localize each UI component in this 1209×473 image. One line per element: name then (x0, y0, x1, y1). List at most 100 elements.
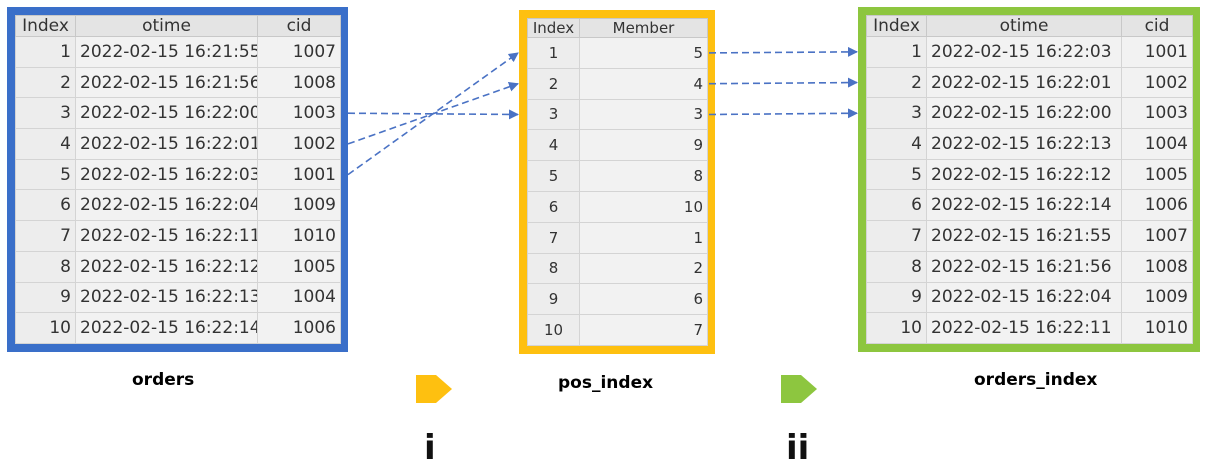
orders-cell-cid: 1006 (257, 312, 341, 344)
orders-index-cell-cid: 1002 (1121, 66, 1193, 99)
pos-index-cell-member: 6 (579, 283, 708, 316)
orders-index-cell-index: 5 (866, 158, 927, 191)
orders-cell-index: 7 (15, 220, 76, 252)
pos-index-cell-index: 2 (527, 67, 580, 100)
orders-index-cell-cid: 1008 (1121, 250, 1193, 283)
orders-index-cell-index: 2 (866, 66, 927, 99)
orders-index-header-otime: otime (926, 15, 1122, 37)
orders-index-cell-cid: 1006 (1121, 189, 1193, 222)
orders-to-pos-arrow (347, 52, 519, 176)
orders-index-cell-cid: 1003 (1121, 97, 1193, 130)
orders-cell-otime: 2022-02-15 16:22:01 (75, 128, 258, 160)
pos-index-caption: pos_index (558, 373, 654, 393)
pos-index-cell-index: 6 (527, 190, 580, 223)
orders-header-index: Index (15, 15, 76, 37)
orders-cell-otime: 2022-02-15 16:22:00 (75, 97, 258, 130)
pos-index-cell-index: 1 (527, 37, 580, 69)
pos-index-cell-member: 10 (579, 190, 708, 223)
orders-cell-cid: 1007 (257, 36, 341, 68)
orders-caption: orders (132, 370, 195, 390)
step-one-label: i (424, 428, 436, 468)
pos-to-orders-index-arrow (708, 46, 858, 57)
orders-index-cell-index: 10 (866, 312, 927, 344)
pos-index-cell-member: 5 (579, 37, 708, 69)
orders-index-cell-index: 9 (866, 281, 927, 314)
pos-index-header-member: Member (579, 18, 708, 38)
orders-header-otime: otime (75, 15, 258, 37)
orders-index-cell-otime: 2022-02-15 16:22:00 (926, 97, 1122, 130)
orders-cell-index: 8 (15, 250, 76, 283)
orders-cell-index: 4 (15, 128, 76, 160)
orders-index-header-row: Index otime cid (866, 15, 1193, 37)
pos-index-header-row: Index Member (527, 18, 708, 38)
orders-index-cell-cid: 1007 (1121, 220, 1193, 252)
pos-index-cell-member: 9 (579, 129, 708, 162)
pos-index-cell-index: 8 (527, 252, 580, 285)
orders-index-cell-otime: 2022-02-15 16:22:04 (926, 281, 1122, 314)
orders-index-cell-otime: 2022-02-15 16:22:11 (926, 312, 1122, 344)
orders-cell-otime: 2022-02-15 16:22:12 (75, 250, 258, 283)
orders-index-cell-otime: 2022-02-15 16:21:56 (926, 250, 1122, 283)
orders-cell-otime: 2022-02-15 16:22:13 (75, 281, 258, 314)
pos-to-orders-index-arrow (708, 77, 858, 88)
orders-index-cell-index: 7 (866, 220, 927, 252)
orders-cell-cid: 1009 (257, 189, 341, 222)
orders-index-cell-otime: 2022-02-15 16:22:01 (926, 66, 1122, 99)
orders-index-cell-otime: 2022-02-15 16:22:14 (926, 189, 1122, 222)
orders-cell-otime: 2022-02-15 16:22:03 (75, 158, 258, 191)
orders-index-header-cid: cid (1121, 15, 1193, 37)
orders-cell-otime: 2022-02-15 16:22:11 (75, 220, 258, 252)
orders-to-pos-arrow (347, 81, 519, 145)
pos-index-cell-index: 3 (527, 98, 580, 131)
orders-cell-cid: 1001 (257, 158, 341, 191)
orders-index-cell-index: 8 (866, 250, 927, 283)
orders-cell-index: 9 (15, 281, 76, 314)
orders-index-cell-index: 4 (866, 128, 927, 160)
orders-index-cell-otime: 2022-02-15 16:22:03 (926, 36, 1122, 68)
orders-index-cell-otime: 2022-02-15 16:22:12 (926, 158, 1122, 191)
orders-index-cell-index: 6 (866, 189, 927, 222)
orders-index-cell-cid: 1010 (1121, 312, 1193, 344)
orders-index-cell-cid: 1005 (1121, 158, 1193, 191)
pos-index-cell-member: 4 (579, 67, 708, 100)
orders-to-pos-connectors (347, 52, 519, 176)
orders-cell-index: 6 (15, 189, 76, 222)
orders-header-row: Index otime cid (15, 15, 341, 37)
orders-index-cell-cid: 1009 (1121, 281, 1193, 314)
orders-index-cell-otime: 2022-02-15 16:22:13 (926, 128, 1122, 160)
pos-index-cell-member: 1 (579, 221, 708, 254)
orders-index-caption: orders_index (974, 370, 1098, 390)
step-two-label: ii (786, 428, 810, 468)
orders-cell-otime: 2022-02-15 16:21:56 (75, 66, 258, 99)
orders-cell-index: 5 (15, 158, 76, 191)
orders-to-pos-arrow (347, 109, 519, 120)
pos-index-cell-index: 9 (527, 283, 580, 316)
orders-cell-cid: 1002 (257, 128, 341, 160)
